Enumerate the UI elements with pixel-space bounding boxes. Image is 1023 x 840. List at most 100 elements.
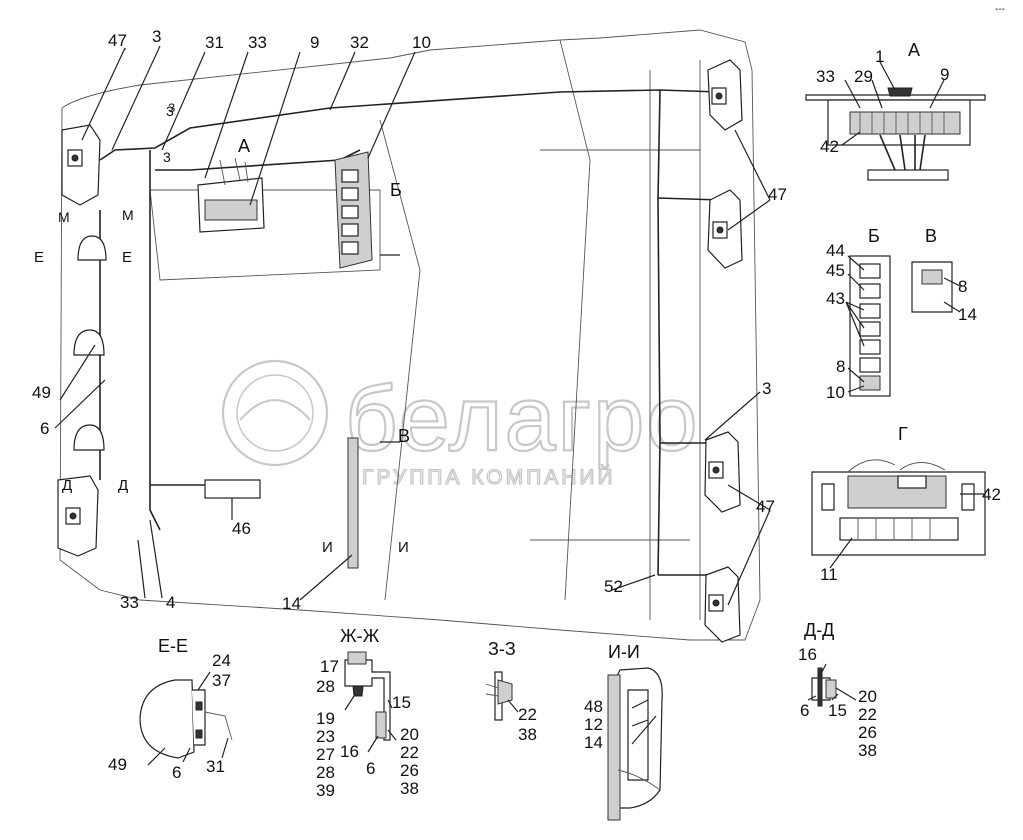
view-a-marker: A xyxy=(238,136,250,156)
section-dd: Д-Д 16 6 15 20 22 26 38 xyxy=(798,620,877,760)
section-zhzh-callout-16: 16 xyxy=(340,742,359,761)
mark-m-right: М xyxy=(122,207,134,223)
view-b-callout-43: 43 xyxy=(826,289,845,308)
section-zhzh-callout-27: 27 xyxy=(316,745,335,764)
section-zhzh-callout-15: 15 xyxy=(392,693,411,712)
view-b: Б 44 45 43 8 10 xyxy=(826,226,891,402)
mark-d-left: Д xyxy=(62,477,72,494)
watermark: белагро ГРУППА КОМПАНИЙ xyxy=(221,359,700,490)
beacon-3 xyxy=(73,424,105,451)
callout-33-bottom: 33 xyxy=(120,593,139,612)
callout-3-lower: 3 xyxy=(163,149,171,165)
section-zhzh-callout-6: 6 xyxy=(366,759,375,778)
section-ii-callout-48: 48 xyxy=(584,697,603,716)
lamp-47-middle xyxy=(707,189,743,269)
section-zhzh-callout-28: 28 xyxy=(316,677,335,696)
section-zhzh-callout-26: 26 xyxy=(400,761,419,780)
section-dd-callout-20: 20 xyxy=(858,687,877,706)
watermark-logo-wave xyxy=(239,399,311,421)
relay-block-10 xyxy=(334,151,373,269)
callout-14: 14 xyxy=(282,594,301,613)
view-g: Г 42 11 xyxy=(811,424,1001,584)
callout-3-upper: 3 xyxy=(166,103,174,119)
hatch-line-2 xyxy=(559,39,591,601)
view-v-marker: В xyxy=(398,426,410,446)
view-a-callout-1: 1 xyxy=(875,47,884,66)
harness-top xyxy=(99,89,721,161)
section-ii-title: И-И xyxy=(608,642,640,662)
callout-47-left: 47 xyxy=(108,31,127,50)
callout-3-right: 3 xyxy=(762,379,771,398)
mark-i-right: И xyxy=(398,539,409,556)
lamp-47-lower xyxy=(704,431,741,513)
callout-52: 52 xyxy=(604,577,623,596)
lamp-47-left-top xyxy=(61,124,101,206)
view-b-callout-45: 45 xyxy=(826,261,845,280)
watermark-logo-ring xyxy=(221,359,329,467)
callout-47-right-bottom: 47 xyxy=(756,497,775,516)
section-ee-title: Е-Е xyxy=(158,636,188,656)
view-a-callout-29: 29 xyxy=(854,67,873,86)
view-b-title: Б xyxy=(868,226,880,246)
callout-4: 4 xyxy=(166,593,175,612)
roof-outline-bottom xyxy=(99,589,691,641)
watermark-brand: белагро xyxy=(345,368,700,470)
section-dd-callout-26: 26 xyxy=(858,723,877,742)
roof-outline-left-edge xyxy=(59,107,101,591)
control-unit-9 xyxy=(197,157,265,233)
view-g-callout-11: 11 xyxy=(820,565,838,584)
view-v: В 8 14 xyxy=(911,226,977,324)
section-zhzh-title: Ж-Ж xyxy=(340,626,380,646)
section-dd-callout-38: 38 xyxy=(858,741,877,760)
harness-left xyxy=(149,150,161,531)
section-zz-callout-38: 38 xyxy=(518,725,537,744)
lamp-47-bottom xyxy=(704,566,741,643)
roof-outline-right xyxy=(599,29,761,641)
view-g-title: Г xyxy=(898,424,908,444)
callout-10-top: 10 xyxy=(412,33,431,52)
section-dd-callout-16: 16 xyxy=(798,645,817,664)
beacon-2 xyxy=(73,329,105,356)
callout-33-top: 33 xyxy=(248,33,267,52)
view-a-callout-33: 33 xyxy=(816,67,835,86)
section-zhzh-callout-28b: 28 xyxy=(316,763,335,782)
view-a-title: А xyxy=(908,40,920,60)
view-v-callout-14: 14 xyxy=(958,305,977,324)
callout-6: 6 xyxy=(40,419,49,438)
section-zz-callout-22: 22 xyxy=(518,705,537,724)
callout-31: 31 xyxy=(205,33,224,52)
mark-z: З xyxy=(168,101,175,115)
harness-right xyxy=(657,89,661,576)
callout-3-top: 3 xyxy=(152,27,161,46)
section-dd-callout-6: 6 xyxy=(800,701,809,720)
section-dd-callout-15: 15 xyxy=(828,701,847,720)
mark-i-left: И xyxy=(322,539,333,556)
view-a-callout-42: 42 xyxy=(820,137,839,156)
wire-channel-14 xyxy=(347,437,359,569)
corner-mark: --- xyxy=(995,4,1005,15)
section-dd-title: Д-Д xyxy=(804,620,834,640)
callout-49: 49 xyxy=(32,383,51,402)
view-v-title: В xyxy=(925,226,937,246)
section-zhzh-callout-23: 23 xyxy=(316,727,335,746)
section-zhzh-callout-20: 20 xyxy=(400,725,419,744)
watermark-logo-ring-inner xyxy=(236,374,314,452)
section-zhzh-callout-19: 19 xyxy=(316,709,335,728)
section-ii-callout-14: 14 xyxy=(584,733,603,752)
callout-46: 46 xyxy=(232,519,251,538)
box-46 xyxy=(204,479,261,499)
section-zhzh-callout-22: 22 xyxy=(400,743,419,762)
mark-d-right: Д xyxy=(118,477,128,494)
mark-e-left: Е xyxy=(34,249,44,266)
view-b-callout-8: 8 xyxy=(836,357,845,376)
section-zhzh-callout-38: 38 xyxy=(400,779,419,798)
roof-panel xyxy=(149,189,381,281)
view-b-callout-44: 44 xyxy=(826,241,845,260)
section-ii-callout-12: 12 xyxy=(584,715,603,734)
hatch-line-1 xyxy=(379,119,421,601)
callout-47-right-top: 47 xyxy=(768,185,787,204)
main-view: 47 3 31 33 9 32 10 3 3 A Б В 47 47 3 52 … xyxy=(32,27,787,643)
view-g-callout-42: 42 xyxy=(982,485,1001,504)
section-ee-callout-49: 49 xyxy=(108,755,127,774)
